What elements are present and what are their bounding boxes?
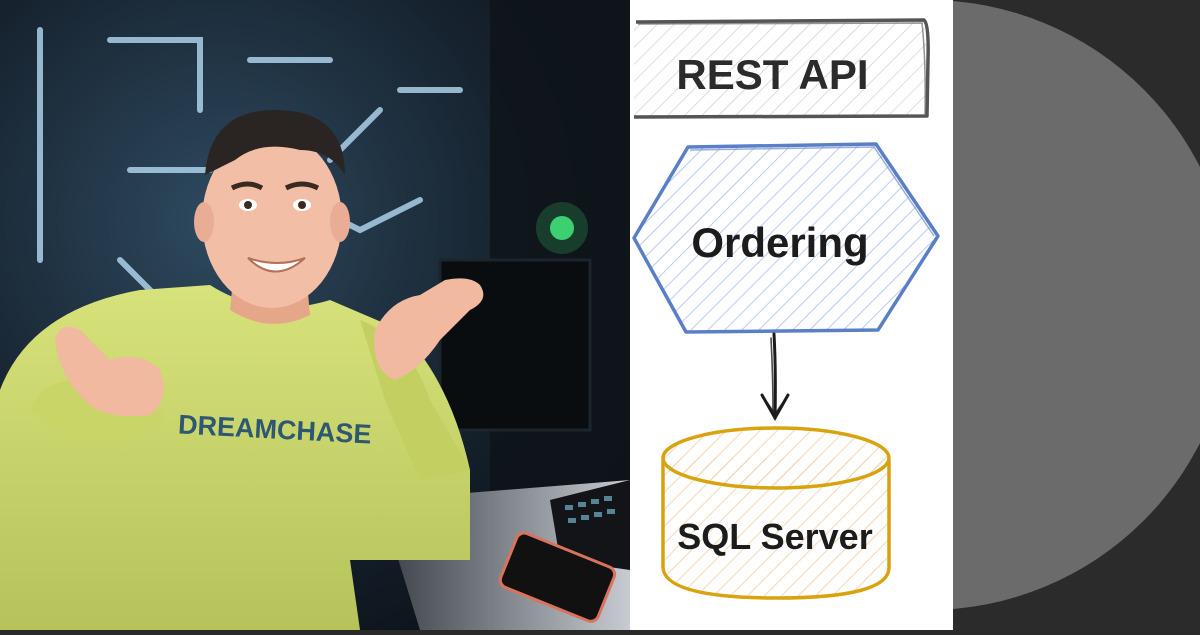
ordering-label: Ordering [691, 219, 869, 266]
decorative-circle [953, 0, 1200, 610]
presenter-photo: DREAMCHASE [0, 0, 630, 630]
right-hand [374, 278, 484, 380]
rest-api-label: REST API [676, 51, 869, 98]
hair [205, 110, 345, 175]
left-hand [55, 326, 164, 417]
ordering-to-sql-arrow [760, 332, 790, 422]
green-led [550, 216, 574, 240]
keyboard [550, 480, 630, 570]
architecture-diagram: REST API Ordering SQL Server [630, 0, 953, 630]
face [202, 132, 342, 308]
ordering-node [632, 142, 940, 334]
sql-server-label: SQL Server [677, 516, 873, 557]
sql-server-node [661, 426, 891, 600]
phone [498, 531, 617, 623]
decorative-panel [953, 0, 1200, 630]
rest-api-node [633, 18, 930, 119]
